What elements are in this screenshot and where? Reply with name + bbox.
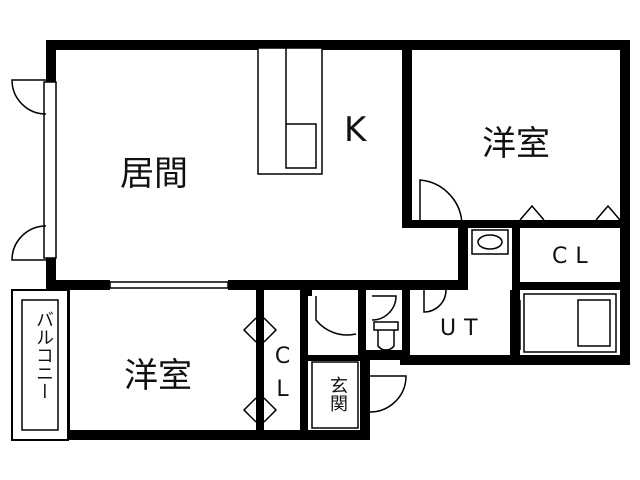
door-swings [11, 79, 621, 423]
toilet [373, 321, 399, 351]
living-bottom-window [109, 281, 229, 289]
room-label-bedroom-upper: 洋室 [482, 124, 550, 164]
room-label-entrance: 玄関 [327, 376, 348, 412]
room-label-balcony: バルコニー [33, 310, 54, 400]
room-label-closet-left: CL [270, 344, 295, 410]
room-label-closet-right: CL [552, 244, 596, 269]
balcony [11, 289, 69, 441]
kitchen-counter [257, 47, 323, 175]
inner-walls [256, 44, 630, 430]
bathtub [523, 293, 617, 353]
room-label-kitchen: K [344, 110, 367, 150]
washbasin [471, 229, 509, 255]
room-label-bedroom-lower: 洋室 [124, 356, 192, 396]
room-label-living: 居間 [120, 154, 188, 194]
left-window [43, 81, 57, 259]
entrance-box [311, 361, 359, 429]
room-label-utility: UT [440, 316, 486, 341]
